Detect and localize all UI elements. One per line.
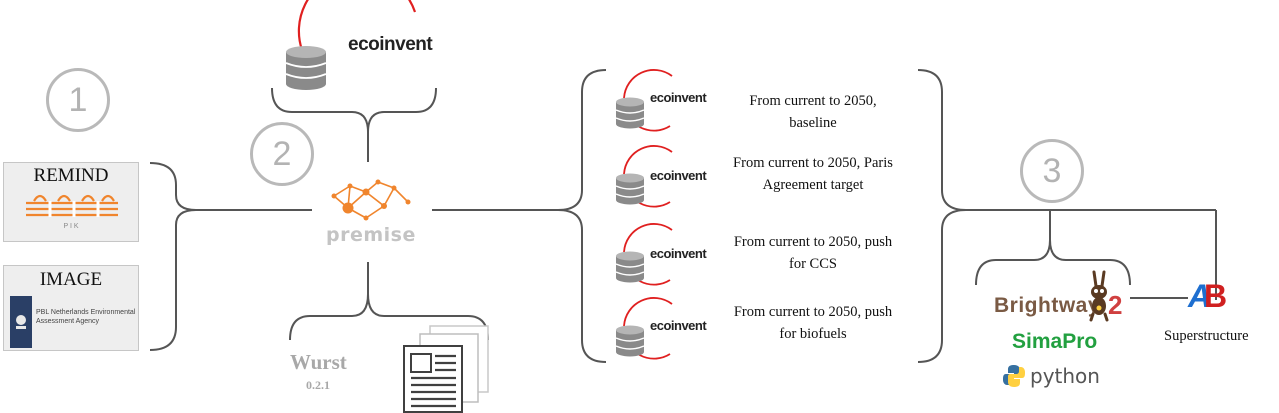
- scenario-db-4: ecoinvent: [612, 296, 722, 360]
- remind-title: REMIND: [33, 165, 109, 186]
- pbl-agency-line2: Assessment Agency: [36, 318, 100, 325]
- scenario-3-line2: for CCS: [789, 256, 837, 272]
- scenario-db-1: ecoinvent: [612, 68, 722, 132]
- scenario-db-label: ecoinvent: [650, 90, 707, 105]
- python-label: python: [1030, 364, 1100, 388]
- step-2-circle: 2: [250, 122, 314, 186]
- models-brace: [149, 162, 197, 351]
- scenario-2-line2: Agreement target: [762, 177, 864, 193]
- scenario-db-3: ecoinvent: [612, 222, 722, 286]
- wurst-label: Wurst: [290, 350, 347, 374]
- scenario-1-line1: From current to 2050,: [749, 93, 877, 109]
- image-model-box: IMAGE PBL Netherlands Environmental Asse…: [3, 265, 139, 351]
- scenario-4-line1: From current to 2050, push: [733, 304, 893, 320]
- scenario-db-label: ecoinvent: [650, 318, 707, 333]
- ab-logo-b: B: [1204, 278, 1228, 314]
- step-3-circle: 3: [1020, 139, 1084, 203]
- pik-logo-icon: [26, 194, 118, 217]
- superstructure-label: Superstructure: [1164, 328, 1249, 344]
- scenario-db-label: ecoinvent: [650, 168, 707, 183]
- premise-label: premise: [326, 224, 416, 246]
- scenario-4-line2: for biofuels: [779, 326, 847, 342]
- ab-logo-a: A: [1188, 278, 1212, 314]
- ecoinvent-db-icon: [615, 69, 673, 132]
- ecoinvent-source-label: ecoinvent: [348, 34, 433, 55]
- ecoinvent-source-logo-icon: [285, 0, 417, 90]
- pbl-logo-icon: [10, 296, 32, 348]
- scenario-1-text: From current to 2050, baseline: [708, 90, 918, 134]
- document-stack-icon: [403, 325, 489, 413]
- scenario-3-line1: From current to 2050, push: [733, 234, 893, 250]
- wurst-version: 0.2.1: [306, 378, 330, 392]
- scenarios-right-brace: [917, 69, 967, 363]
- scenario-db-label: ecoinvent: [650, 246, 707, 261]
- remind-model-box: REMIND P I K: [3, 162, 139, 242]
- brightway-mascot-icon: [1089, 270, 1109, 322]
- scenario-1-line2: baseline: [789, 115, 837, 131]
- ecoinvent-db-icon: [615, 223, 673, 286]
- pbl-agency-line1: PBL Netherlands Environmental: [36, 309, 136, 316]
- pik-label: P I K: [63, 223, 79, 230]
- ecoinvent-db-icon: [615, 145, 673, 208]
- ecoinvent-db-icon: [615, 297, 673, 360]
- brightway-label: Brightway: [994, 294, 1101, 317]
- step-1-circle: 1: [46, 68, 110, 132]
- python-logo-icon: [1003, 365, 1025, 387]
- image-title: IMAGE: [39, 269, 103, 290]
- scenario-3-text: From current to 2050, push for CCS: [708, 231, 918, 275]
- brightway-version-label: 2: [1108, 290, 1123, 320]
- scenario-2-text: From current to 2050, Paris Agreement ta…: [708, 152, 918, 196]
- premise-logo-icon: [331, 179, 411, 221]
- scenario-2-line1: From current to 2050, Paris: [733, 155, 893, 171]
- scenario-db-2: ecoinvent: [612, 144, 722, 208]
- simapro-label: SimaPro: [1012, 330, 1098, 353]
- tools-brace: [975, 239, 1131, 286]
- scenarios-left-brace: [557, 69, 607, 363]
- wurst-brace: [289, 293, 489, 341]
- scenario-4-text: From current to 2050, push for biofuels: [708, 301, 918, 345]
